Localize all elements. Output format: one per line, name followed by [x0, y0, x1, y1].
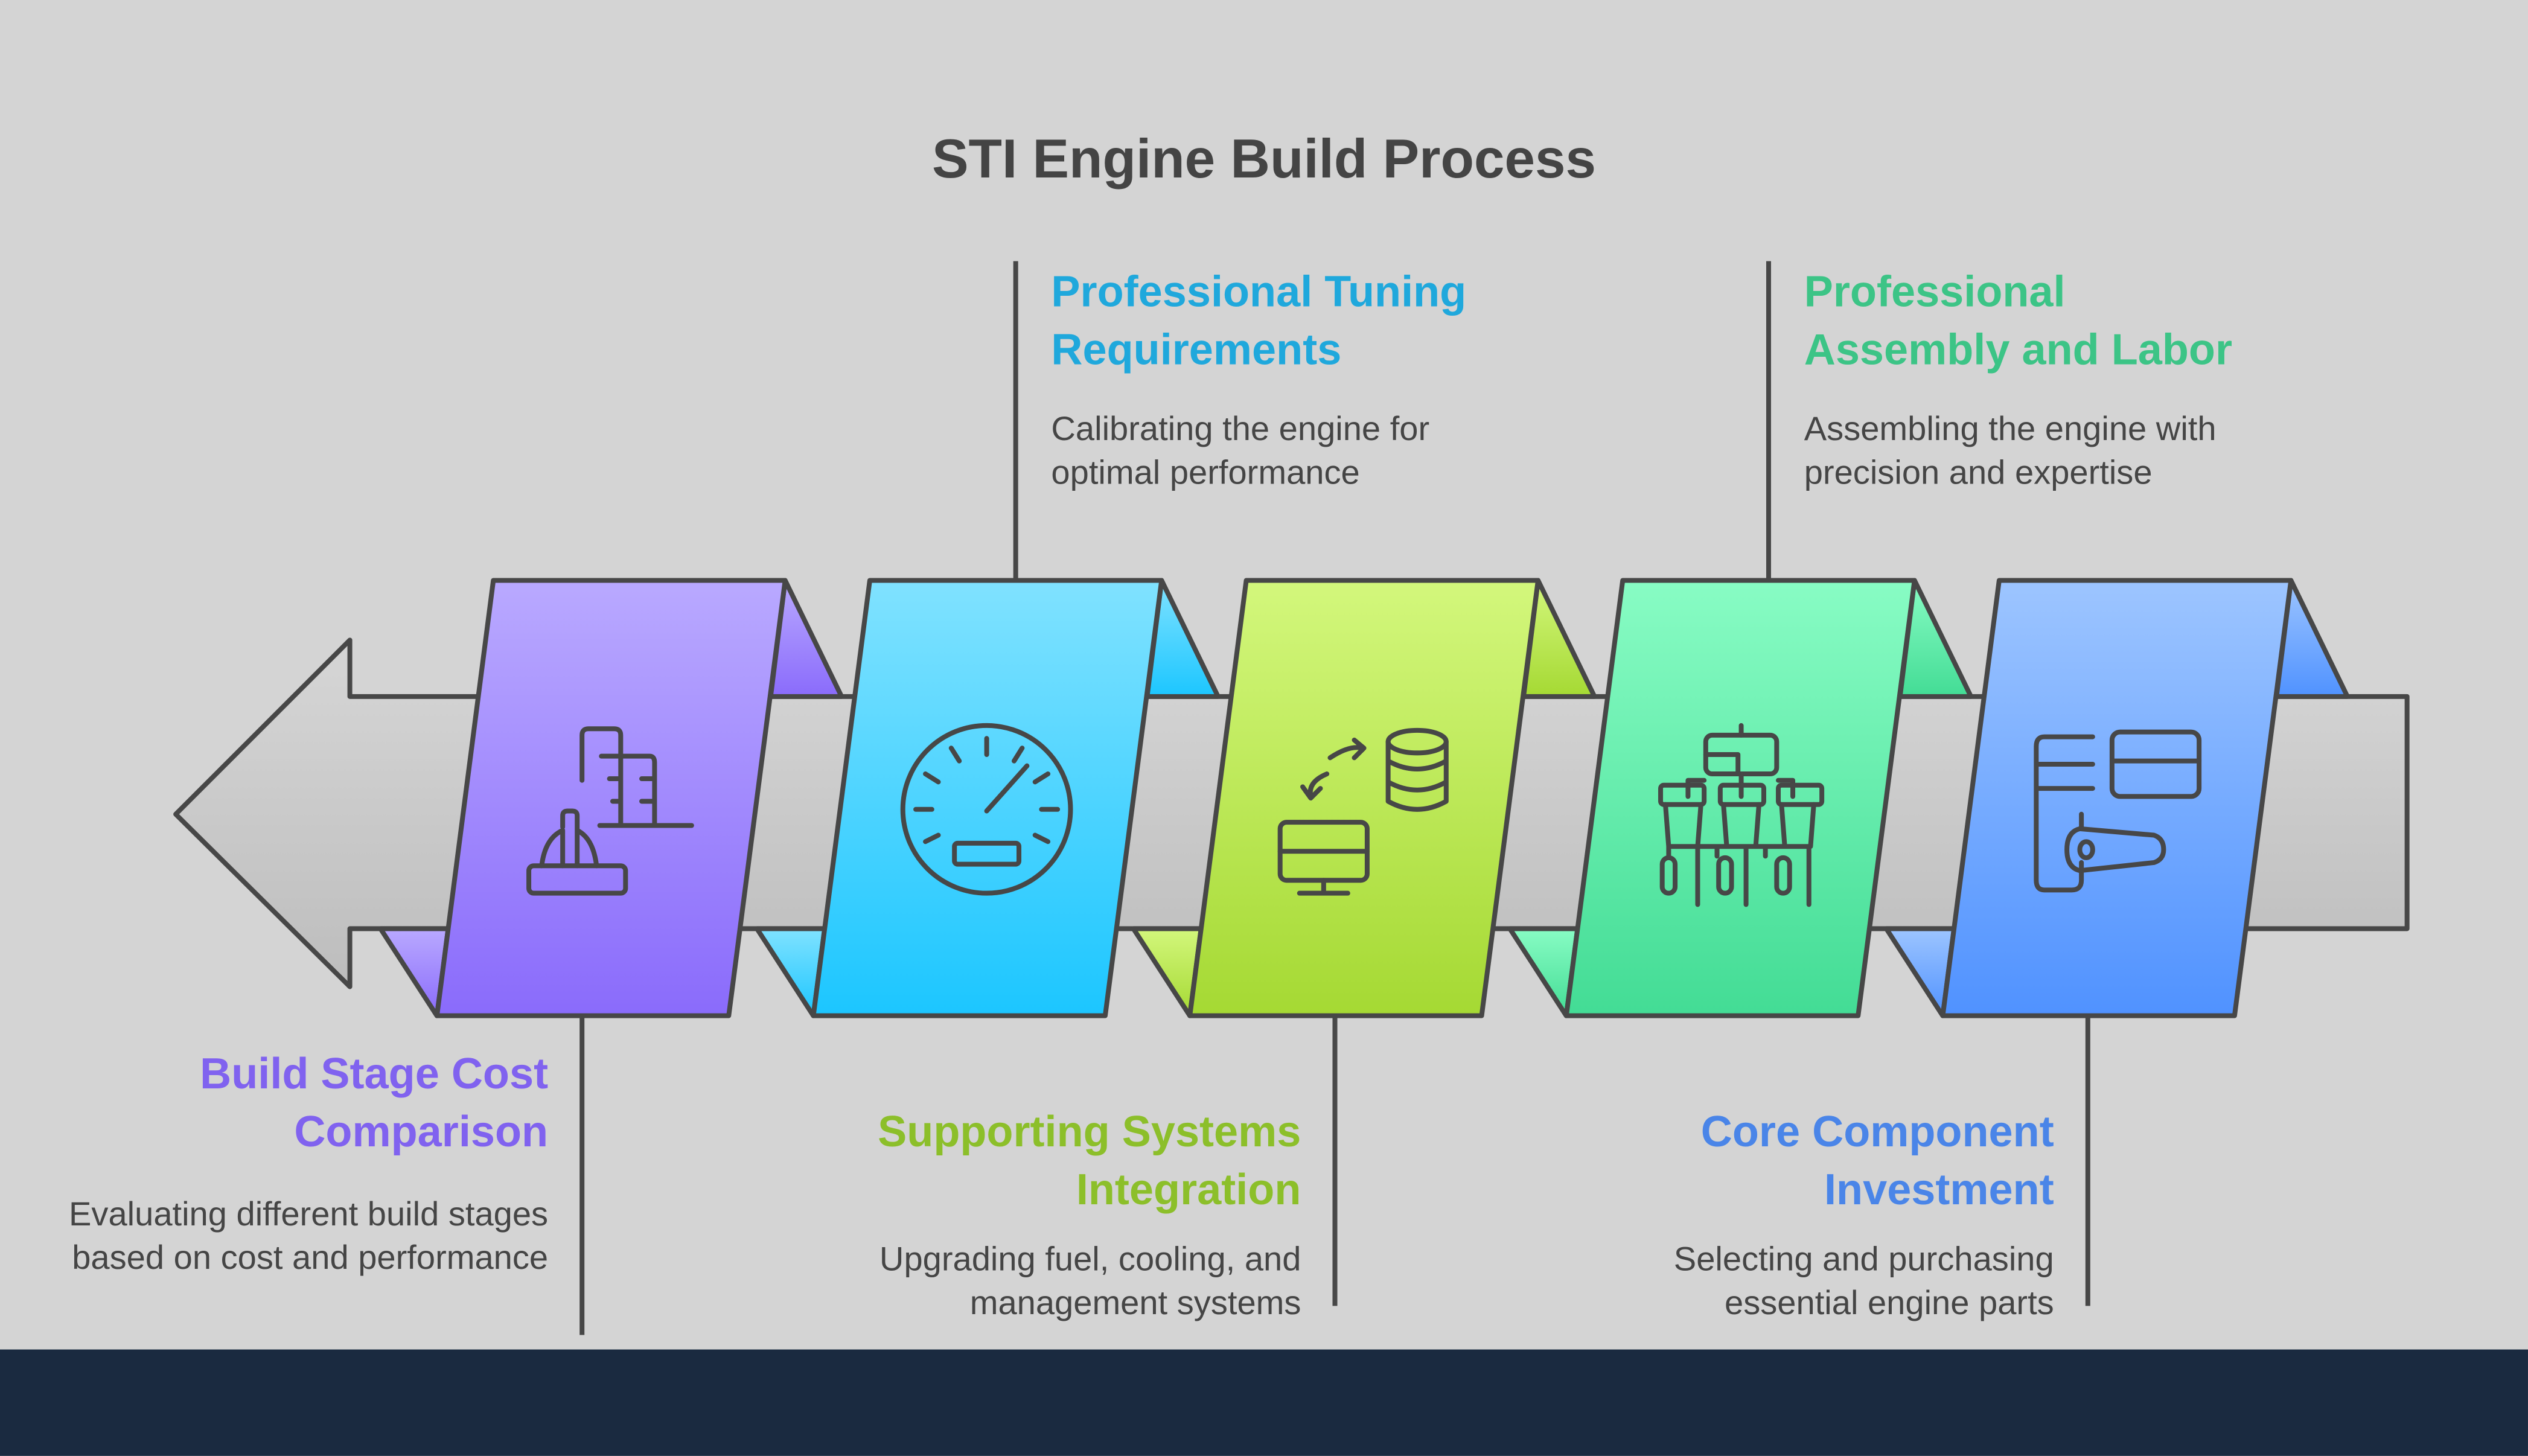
computer-database-sync-icon: [1277, 727, 1449, 896]
step-5-text: Core Component Investment Selecting and …: [1570, 1103, 2054, 1326]
speedometer-icon: [900, 723, 1073, 896]
step-description: Selecting and purchasing essential engin…: [1673, 1241, 2054, 1323]
step-panel-3: [1131, 578, 1597, 1018]
panel-face: [811, 578, 1164, 1018]
step-panel-2: [754, 578, 1221, 1018]
step-2-text: Professional Tuning Requirements Calibra…: [1051, 263, 1534, 495]
step-heading: Supporting Systems Integration: [878, 1107, 1301, 1215]
step-description: Evaluating different build stages based …: [69, 1196, 549, 1277]
step-heading: Build Stage Cost Comparison: [200, 1049, 549, 1157]
step-1-text: Build Stage Cost Comparison Evaluating d…: [65, 1045, 548, 1280]
step-panel-4: [1507, 578, 1974, 1018]
page-title: STI Engine Build Process: [931, 129, 1597, 191]
construction-helmet-buildings-icon: [526, 726, 694, 896]
step-4-text: Professional Assembly and Labor Assembli…: [1804, 263, 2288, 495]
footer-band: [0, 1349, 2528, 1456]
step-description: Upgrading fuel, cooling, and management …: [879, 1241, 1301, 1323]
panel-face: [434, 578, 788, 1018]
panel-face: [1187, 578, 1541, 1018]
step-panel-5: [1883, 578, 2350, 1018]
step-description: Calibrating the engine for optimal perfo…: [1051, 411, 1430, 492]
step-heading: Professional Assembly and Labor: [1804, 267, 2233, 374]
step-heading: Professional Tuning Requirements: [1051, 267, 1467, 374]
step-panel-1: [378, 578, 844, 1018]
door-handle-parts-icon: [2034, 729, 2202, 893]
step-3-text: Supporting Systems Integration Upgrading…: [817, 1103, 1301, 1326]
step-description: Assembling the engine with precision and…: [1804, 411, 2217, 492]
hierarchy-assembly-icon: [1658, 723, 1825, 907]
step-heading: Core Component Investment: [1700, 1107, 2054, 1215]
